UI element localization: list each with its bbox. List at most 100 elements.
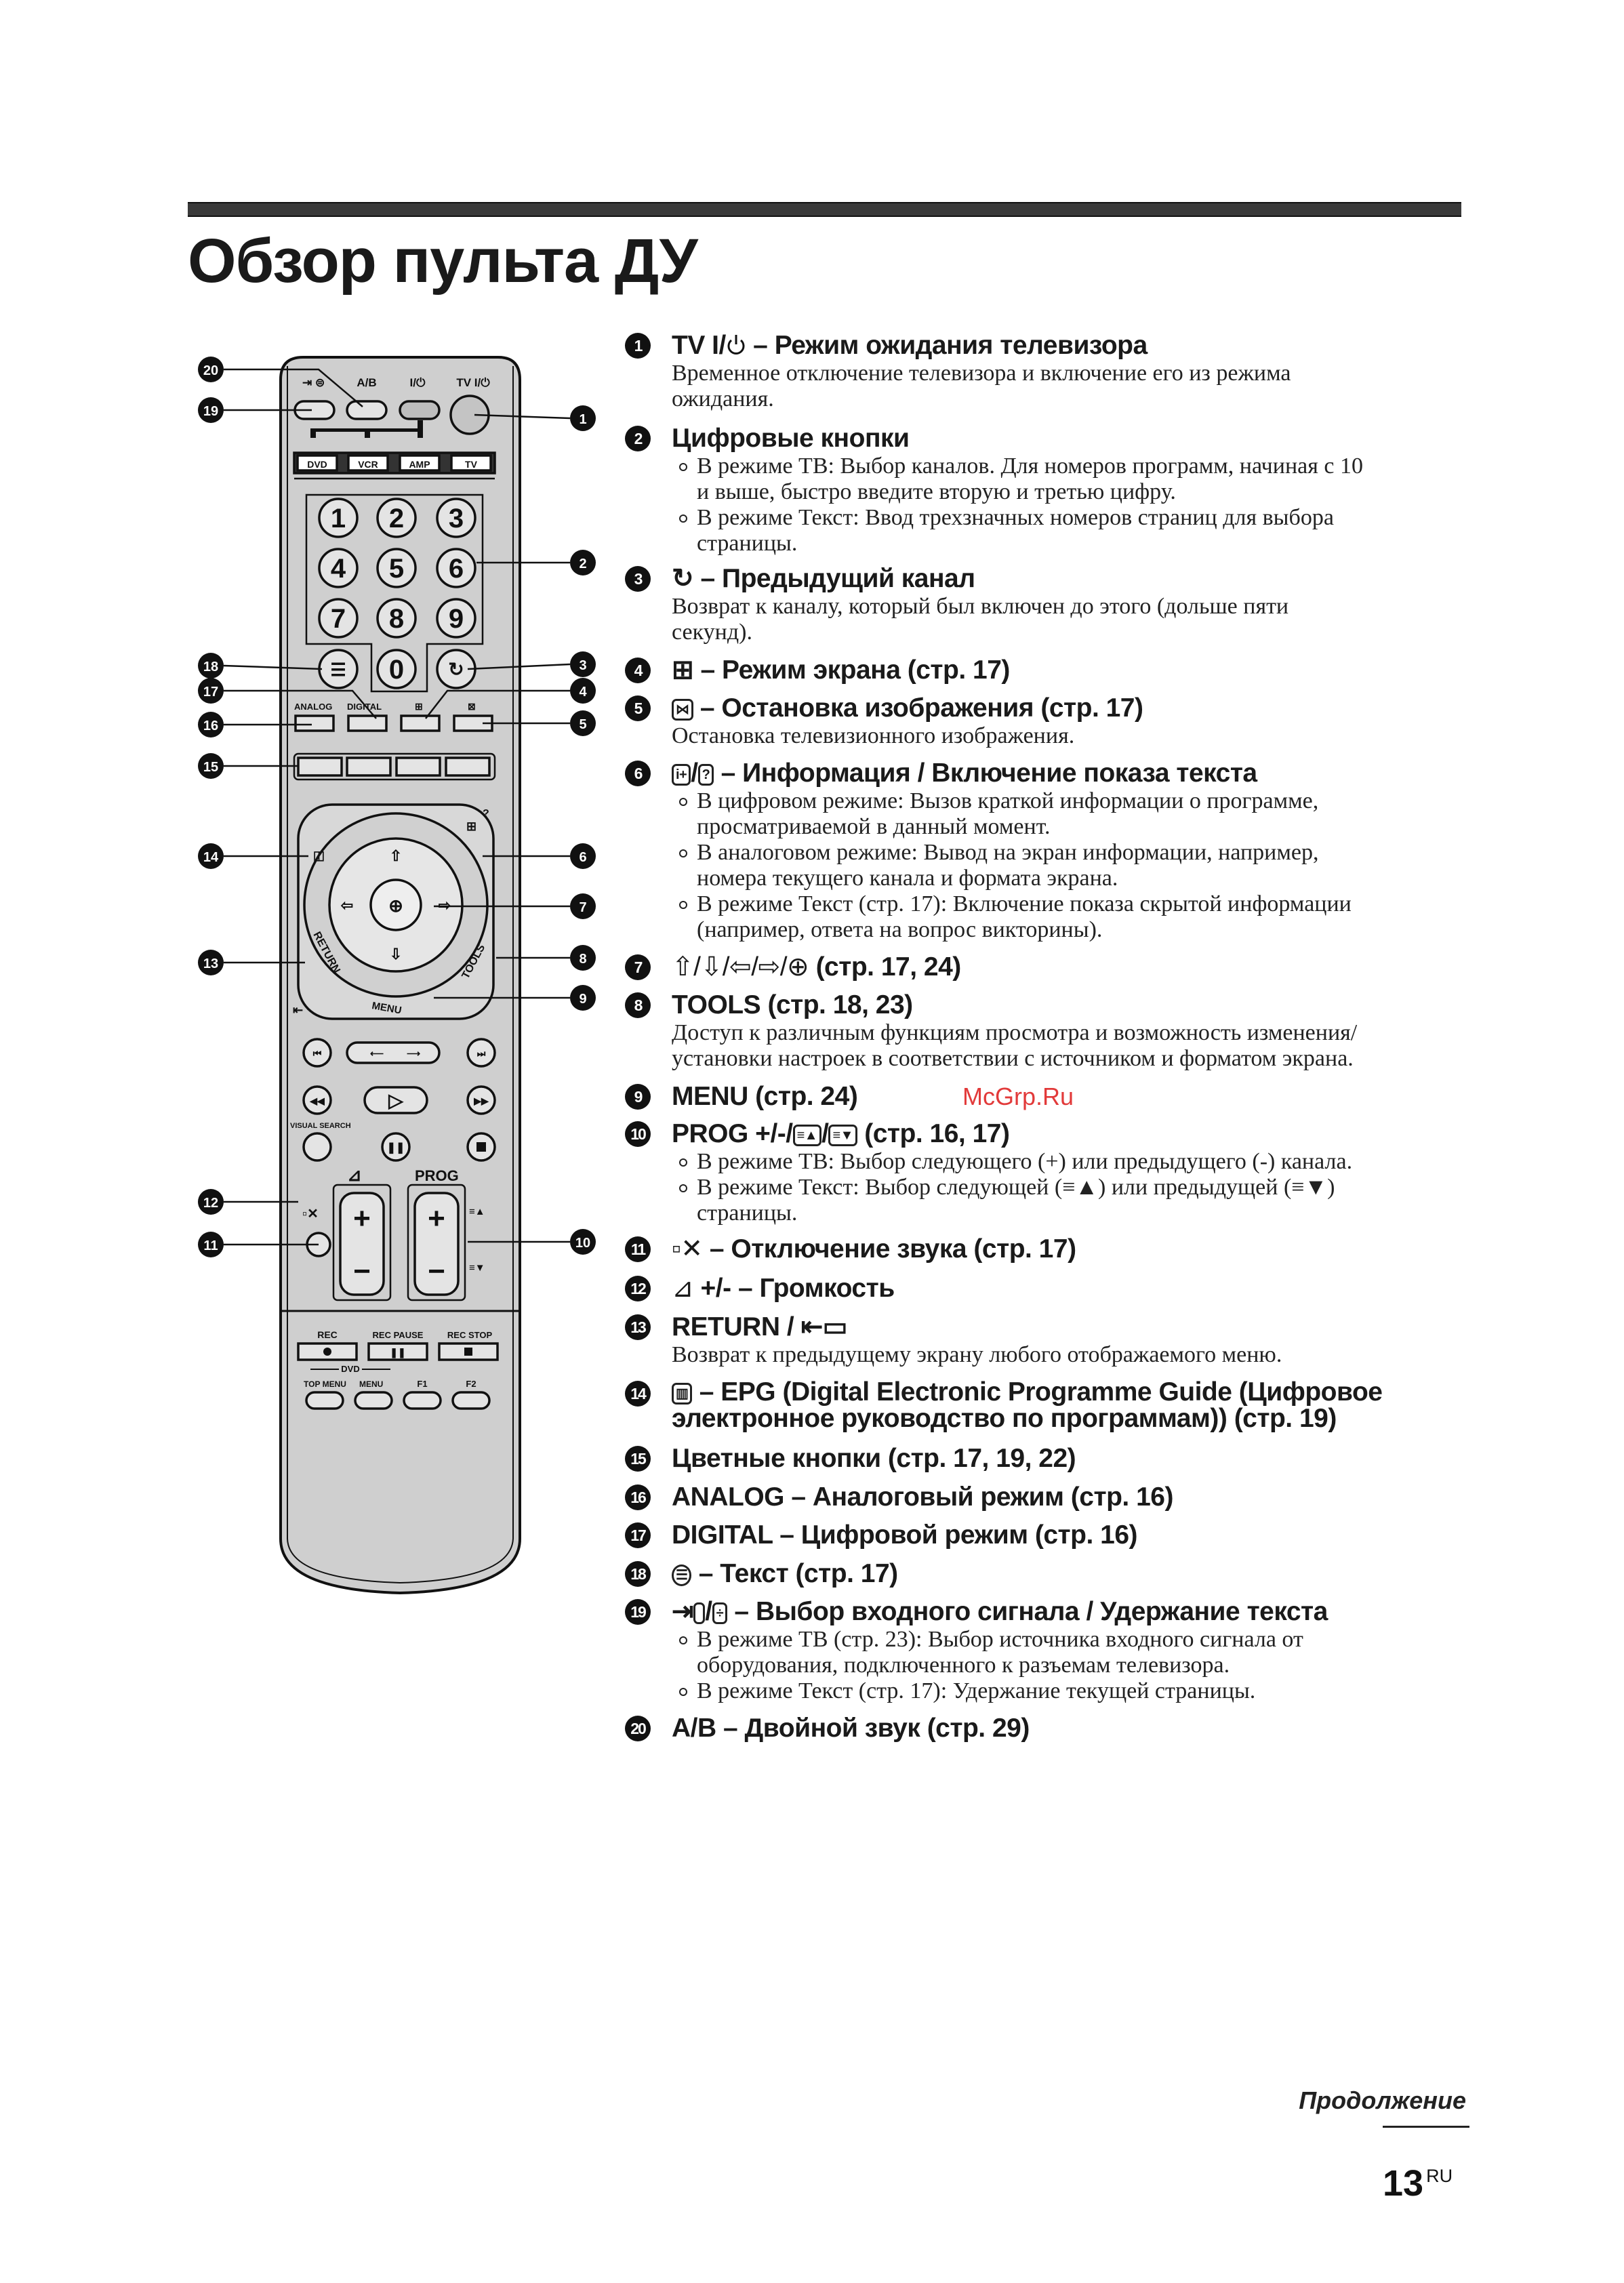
bullet: В режиме ТВ (стр. 23): Выбор источника в… [679,1627,1479,1653]
callouts-right: 1 2 3 4 5 6 7 8 9 10 [570,405,596,1255]
prog-rocker[interactable] [413,1192,460,1296]
item-number: 8 [625,992,651,1018]
digit-button[interactable] [436,498,476,538]
item-heading: i+/? – Информация / Включение показа тек… [672,759,1479,788]
item-10: 10 PROG +/-/≡▲/≡▼ (стр. 16, 17) В режиме… [625,1119,1479,1226]
item-heading: ↻ – Предыдущий канал [672,564,975,593]
skip-back-icon: ⟵ [370,1048,384,1059]
rec-stop-label: REC STOP [447,1330,493,1340]
page-up-icon: ≡▲ [792,1125,822,1146]
digit-button[interactable] [376,598,417,639]
arrows-icon: ⇧/⇩/⇦/⇨/⊕ [672,952,809,982]
f2-button[interactable] [451,1391,491,1410]
callout-badge: 8 [570,945,596,971]
ab-button[interactable] [346,400,388,420]
red-button[interactable] [297,756,343,777]
item-number: 1 [625,333,651,359]
volume-plus-icon: + [353,1202,371,1235]
volume-rocker[interactable] [339,1192,385,1296]
bullet-continuation: оборудования, подключенного к разъемам т… [697,1653,1230,1678]
svg-text:4: 4 [579,685,587,700]
power-button[interactable] [399,400,441,420]
dvd-button[interactable] [296,454,338,472]
previous-channel-icon: ↻ [448,659,464,680]
svg-text:1: 1 [579,412,586,427]
item-body: Остановка телевизионного изображения. [672,723,1075,748]
green-button[interactable] [346,756,392,777]
title-rule [188,202,1461,217]
dvd-menu-button[interactable] [354,1391,393,1410]
item-5: 5 ⋈ – Остановка изображения (стр. 17) Ос… [625,693,1479,749]
rewind-button[interactable] [302,1085,332,1115]
skip-buttons[interactable] [346,1041,441,1064]
item-number: 2 [625,426,651,451]
item-body: секунд). [672,620,752,645]
digit-button[interactable] [436,598,476,639]
item-13: 13 RETURN / ⇤▭ Возврат к предыдущему экр… [625,1312,1479,1368]
item-heading: ⊞ – Режим экрана (стр. 17) [672,655,1010,685]
amp-button[interactable] [399,454,441,472]
digit-button[interactable] [436,548,476,588]
amp-label: AMP [409,459,430,470]
digit-button[interactable] [318,548,359,588]
item-heading: ⊿ +/- – Громкость [672,1274,895,1303]
info-icon: i+ [672,764,691,786]
previous-channel-icon: ↻ [672,564,694,593]
svg-text:12: 12 [203,1196,218,1211]
analog-button[interactable] [294,714,335,732]
item-number: 15 [625,1446,651,1472]
f2-label: F2 [466,1379,476,1389]
dvd-label: DVD [307,459,327,470]
freeze-icon: ⋈ [672,699,693,721]
callout-badge: 6 [570,843,596,869]
digit-label: 4 [331,554,346,584]
callouts-left: 20 19 18 17 16 15 14 13 12 11 [198,357,224,1257]
fast-forward-button[interactable] [466,1085,496,1115]
screen-mode-icon: ⊞ [672,655,694,685]
bullet-continuation: просматриваемой в данный момент. [697,814,1051,839]
f1-button[interactable] [403,1391,442,1410]
item-heading: TOOLS (стр. 18, 23) [672,990,913,1019]
digit-label: 8 [389,604,404,634]
blue-button[interactable] [445,756,491,777]
item-18: 18 ☰ – Текст (стр. 17) [625,1559,1479,1589]
dvd-top-menu-button[interactable] [305,1391,344,1410]
play-button[interactable] [363,1086,428,1114]
volume-minus-icon: − [353,1255,371,1288]
tv-button[interactable] [450,454,492,472]
yellow-button[interactable] [395,756,441,777]
analog-label: ANALOG [294,702,332,712]
next-track-button[interactable] [466,1038,496,1068]
item-19: 19 ⇥ /÷ – Выбор входного сигнала / Удерж… [625,1597,1479,1704]
callout-badge: 16 [198,712,224,738]
digit-button[interactable] [318,598,359,639]
reveal-icon: ? [483,808,489,820]
item-number: 5 [625,695,651,721]
hold-icon: ÷ [712,1602,728,1624]
bullet: В режиме Текст: Ввод трехзначных номеров… [679,505,1479,531]
rec-label: REC [317,1329,338,1340]
svg-text:2: 2 [579,557,586,571]
arrow-right-icon: ⇨ [439,897,451,914]
prev-track-button[interactable] [302,1038,332,1068]
ok-button[interactable] [369,878,422,931]
input-box-icon [693,1602,706,1624]
screen-mode-button[interactable] [400,714,441,732]
digit-button[interactable] [376,649,417,689]
item-7: 7 ⇧/⇩/⇦/⇨/⊕ (стр. 17, 24) [625,952,1479,982]
digital-button[interactable] [347,714,388,732]
input-icon: ⇥ ⊜ [302,376,325,389]
callout-badge: 9 [570,985,596,1011]
digit-button[interactable] [376,498,417,538]
vcr-button[interactable] [347,454,389,472]
epg-icon: ◫ [313,849,325,862]
digit-button[interactable] [318,498,359,538]
prev-track-icon: ⏮ [313,1048,322,1059]
item-heading: Цветные кнопки (стр. 17, 19, 22) [672,1444,1076,1473]
digit-button[interactable] [376,548,417,588]
page-down-icon: ≡▼ [828,1125,857,1146]
item-8: 8 TOOLS (стр. 18, 23) Доступ к различным… [625,990,1479,1072]
pause-button[interactable] [381,1132,411,1162]
rec-pause-button[interactable] [367,1342,428,1361]
visual-search-button[interactable] [302,1132,332,1162]
